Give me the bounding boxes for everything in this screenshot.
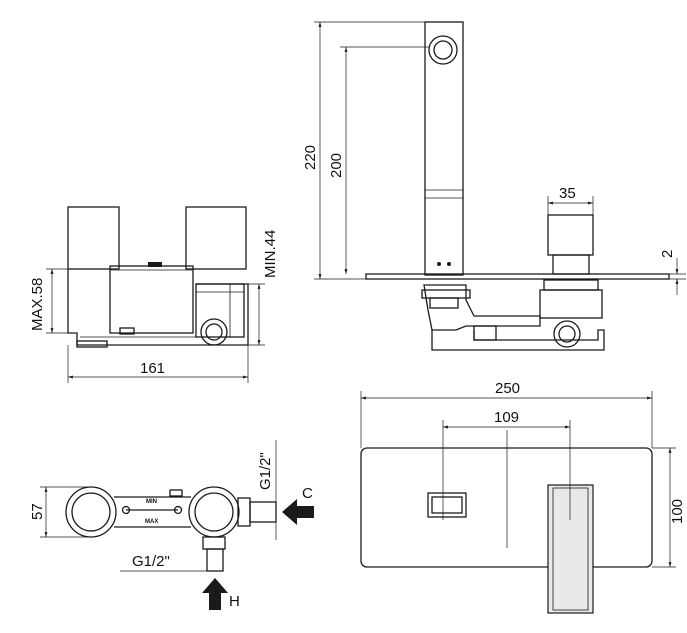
front-spout: [424, 21, 464, 276]
dim-g12-side-label: G1/2": [257, 452, 274, 490]
hot-label: H: [229, 593, 240, 610]
front-wall-plate: [365, 273, 670, 280]
side-outlet-circle: [200, 318, 228, 346]
dim-min44-label: MIN.44: [262, 230, 279, 278]
top-view: MIN MAX 57 G1/2" G1/2" C H: [29, 440, 314, 610]
dim-250-label: 250: [495, 380, 520, 397]
front-lever: [547, 214, 594, 256]
cold-inlet-arrow-icon: [282, 499, 314, 525]
dim-57-label: 57: [29, 503, 46, 520]
side-left-handle: [67, 206, 120, 270]
dim-220-label: 220: [302, 145, 319, 170]
dim-200-label: 200: [328, 153, 345, 178]
top-side-connector: [249, 501, 277, 523]
plate-view: 250 109 100: [360, 380, 686, 614]
top-bottom-connector: [206, 548, 224, 572]
dim-g12-bottom-label: G1/2": [132, 553, 170, 570]
plate-lever: [547, 484, 594, 614]
front-spout-ring: [428, 35, 458, 65]
dim-max58-label: MAX.58: [29, 278, 46, 331]
side-view: MAX.58 MIN.44 161: [29, 206, 279, 383]
dim-161-label: 161: [140, 360, 165, 377]
hot-inlet-arrow-icon: [202, 578, 228, 610]
cold-label: C: [302, 485, 313, 502]
dim-2-label: 2: [659, 250, 676, 258]
dim-100-label: 100: [669, 499, 686, 524]
plate-spout-opening: [427, 492, 467, 518]
top-left-bore: [65, 486, 117, 538]
front-lower-body: [423, 284, 541, 331]
dim-35-label: 35: [559, 185, 576, 202]
front-outlet-circle: [553, 320, 581, 348]
top-right-bore: [188, 486, 240, 538]
top-min-label: MIN: [146, 499, 157, 505]
front-view: 220 200 35 2: [302, 21, 686, 351]
side-right-handle: [185, 206, 247, 270]
top-max-label: MAX: [145, 519, 158, 525]
plate-outline: [360, 447, 653, 568]
dim-109-label: 109: [494, 409, 519, 426]
side-cartridge-box: [109, 265, 194, 334]
